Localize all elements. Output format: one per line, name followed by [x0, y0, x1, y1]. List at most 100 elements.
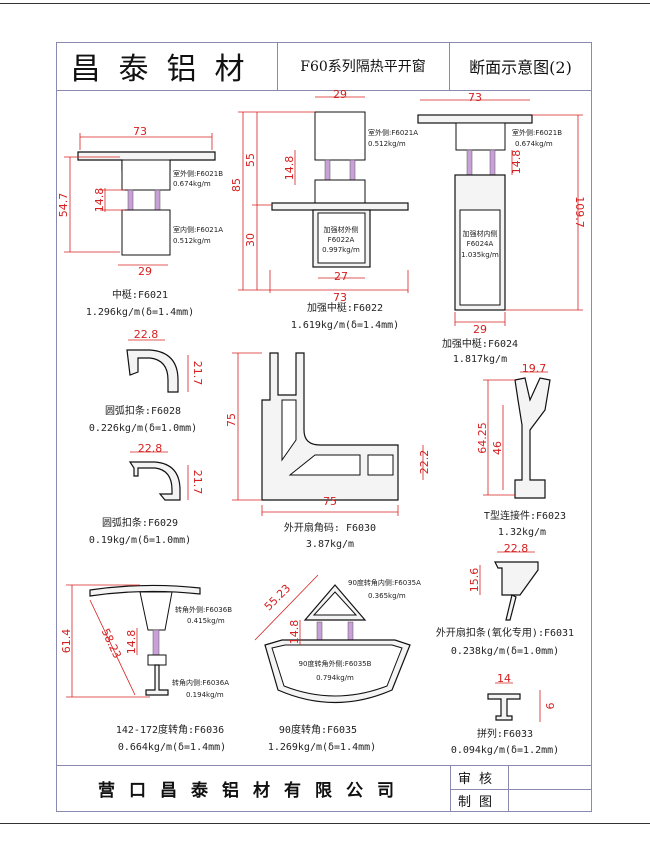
- dim-w: 22.8: [504, 542, 529, 555]
- dim-h2: 55: [244, 153, 257, 167]
- top-rule: [0, 3, 650, 4]
- dim-h1: 64.25: [476, 422, 489, 454]
- dim-h: 21.7: [191, 470, 204, 495]
- dim-h3: 30: [244, 233, 257, 247]
- dim-width: 73: [333, 291, 347, 304]
- dim-gap: 14.8: [510, 150, 523, 175]
- drawing-frame: [56, 42, 592, 812]
- footer-mid: [450, 789, 592, 790]
- series-title: F60系列隔热平开窗: [300, 59, 426, 75]
- part-label: 90度转角内侧:F6035A: [348, 578, 421, 587]
- profile-name: 圆弧扣条:F6029: [102, 516, 178, 529]
- dim-w: 22.8: [134, 328, 159, 341]
- dim-w: 14: [497, 672, 511, 685]
- profile-weight: 1.817kg/m: [453, 354, 507, 365]
- dim-diag: 55.23: [262, 582, 293, 613]
- footer-sep-1: [450, 765, 451, 812]
- profile-f6029: 22.8 21.7 圆弧扣条:F6029 0.19kg/m(δ=1.0mm): [89, 442, 204, 546]
- profile-weight: 0.238kg/m(δ=1.0mm): [451, 646, 559, 657]
- dim-diag: 58.23: [99, 626, 124, 660]
- profile-weight: 1.296kg/m(δ=1.4mm): [86, 307, 194, 318]
- profile-f6028: 22.8 21.7 圆弧扣条:F6028 0.226kg/m(δ=1.0mm): [89, 328, 204, 434]
- footer-divider: [56, 765, 592, 766]
- brand-title: 昌泰铝材: [70, 52, 263, 87]
- part-label: 90度转角外侧:F6035B: [299, 659, 372, 668]
- dim-t: 22.2: [418, 450, 431, 475]
- profile-weight: 1.619kg/m(δ=1.4mm): [291, 320, 399, 331]
- part-weight: 0.674kg/m: [173, 180, 211, 188]
- part-label: 转角外侧:F6036B: [175, 605, 232, 614]
- sheet-title: 断面示意图(2): [469, 58, 572, 77]
- dim-h: 61.4: [60, 629, 73, 654]
- dim-base: 29: [138, 265, 152, 278]
- company-name: 营口昌泰铝材有限公司: [98, 781, 408, 801]
- dim-inner: 27: [334, 270, 348, 283]
- part-label: 室外侧:F6021A: [368, 128, 418, 137]
- profile-f6035: 55.23 14.8 90度转角内侧:F6035A 0.365kg/m 90度转…: [254, 574, 421, 753]
- profile-weight: 1.269kg/m(δ=1.4mm): [268, 742, 376, 753]
- part-label: 室内侧:F6021A: [173, 225, 223, 234]
- dim-gap: 14.8: [288, 620, 301, 645]
- part-weight: 0.365kg/m: [368, 592, 406, 600]
- dim-h: 21.7: [191, 361, 204, 386]
- bottom-rule: [0, 823, 650, 824]
- profile-weight: 0.094kg/m(δ=1.2mm): [451, 745, 559, 756]
- header-sep-1: [277, 42, 278, 90]
- dim-gap: 14.8: [125, 630, 138, 655]
- part-label: 转角内侧:F6036A: [172, 678, 229, 687]
- dim-h1: 85: [230, 178, 243, 192]
- dim-gap: 14.8: [283, 156, 296, 181]
- insert-code: F6024A: [467, 240, 494, 248]
- insert-label: 加强材内侧: [463, 229, 498, 238]
- drawn-label: 制图: [457, 795, 500, 810]
- profile-name: 加强中梃:F6024: [442, 337, 518, 350]
- profile-f6024: 73 109.7 14.8 29 室外侧:F6021B 0.674kg/m 加强…: [417, 91, 586, 365]
- footer-sep-2: [508, 765, 509, 812]
- dim-h: 9: [543, 703, 556, 710]
- profile-f6031: 22.8 15.6 外开扇扣条(氧化专用):F6031 0.238kg/m(δ=…: [436, 542, 574, 657]
- profile-name: 外开扇扣条(氧化专用):F6031: [436, 626, 574, 639]
- profile-f6030: 75 22.2 75 外开扇角码: F6030 3.87kg/m: [225, 352, 431, 550]
- dim-width: 73: [468, 91, 482, 104]
- profile-name: 142-172度转角:F6036: [116, 723, 224, 736]
- profile-name: 90度转角:F6035: [279, 723, 357, 736]
- dim-height: 54.7: [57, 193, 70, 218]
- profile-f6036: 61.4 58.23 14.8 转角外侧:F6036B 0.415kg/m 转角…: [60, 584, 232, 753]
- profile-f6033: 14 9 拼列:F6033 0.094kg/m(δ=1.2mm): [451, 672, 559, 756]
- dim-base: 29: [473, 323, 487, 336]
- profile-f6022: 29 85 55 30 14.8 27 73 室外侧:F6021A 0.512k…: [230, 88, 418, 331]
- dim-width: 73: [133, 125, 147, 138]
- dim-w: 19.7: [522, 362, 547, 375]
- profile-weight: 0.19kg/m(δ=1.0mm): [89, 535, 191, 546]
- part-weight: 0.415kg/m: [187, 617, 225, 625]
- part-weight: 0.794kg/m: [316, 674, 354, 682]
- dim-w: 22.8: [138, 442, 163, 455]
- profile-name: 加强中梃:F6022: [307, 301, 383, 314]
- insert-code: F6022A: [328, 236, 355, 244]
- dim-h2: 46: [491, 441, 504, 455]
- header-sep-2: [449, 42, 450, 90]
- dim-h: 75: [225, 413, 238, 427]
- part-weight: 0.512kg/m: [368, 140, 406, 148]
- insert-weight: 1.035kg/m: [461, 251, 499, 259]
- profile-name: T型连接件:F6023: [484, 509, 566, 522]
- profile-weight: 0.226kg/m(δ=1.0mm): [89, 423, 197, 434]
- header-divider: [56, 90, 592, 91]
- dim-w: 75: [323, 495, 337, 508]
- profile-name: 拼列:F6033: [477, 727, 533, 740]
- dim-top: 29: [333, 88, 347, 101]
- profile-weight: 0.664kg/m(δ=1.4mm): [118, 742, 226, 753]
- profile-weight: 1.32kg/m: [498, 527, 546, 538]
- dim-gap: 14.8: [93, 188, 106, 213]
- insert-label: 加强材外侧: [324, 225, 359, 234]
- profile-name: 外开扇角码: F6030: [284, 521, 376, 534]
- part-label: 室外侧:F6021B: [173, 169, 223, 178]
- review-label: 审核: [457, 771, 500, 787]
- part-weight: 0.674kg/m: [515, 140, 553, 148]
- dim-height: 109.7: [573, 196, 586, 228]
- part-label: 室外侧:F6021B: [512, 128, 562, 137]
- profile-f6021: 73 54.7 14.8 29 室外侧:F6021B 0.674kg/m 室内侧…: [57, 125, 223, 318]
- insert-weight: 0.997kg/m: [322, 246, 360, 254]
- profile-name: 圆弧扣条:F6028: [105, 404, 181, 417]
